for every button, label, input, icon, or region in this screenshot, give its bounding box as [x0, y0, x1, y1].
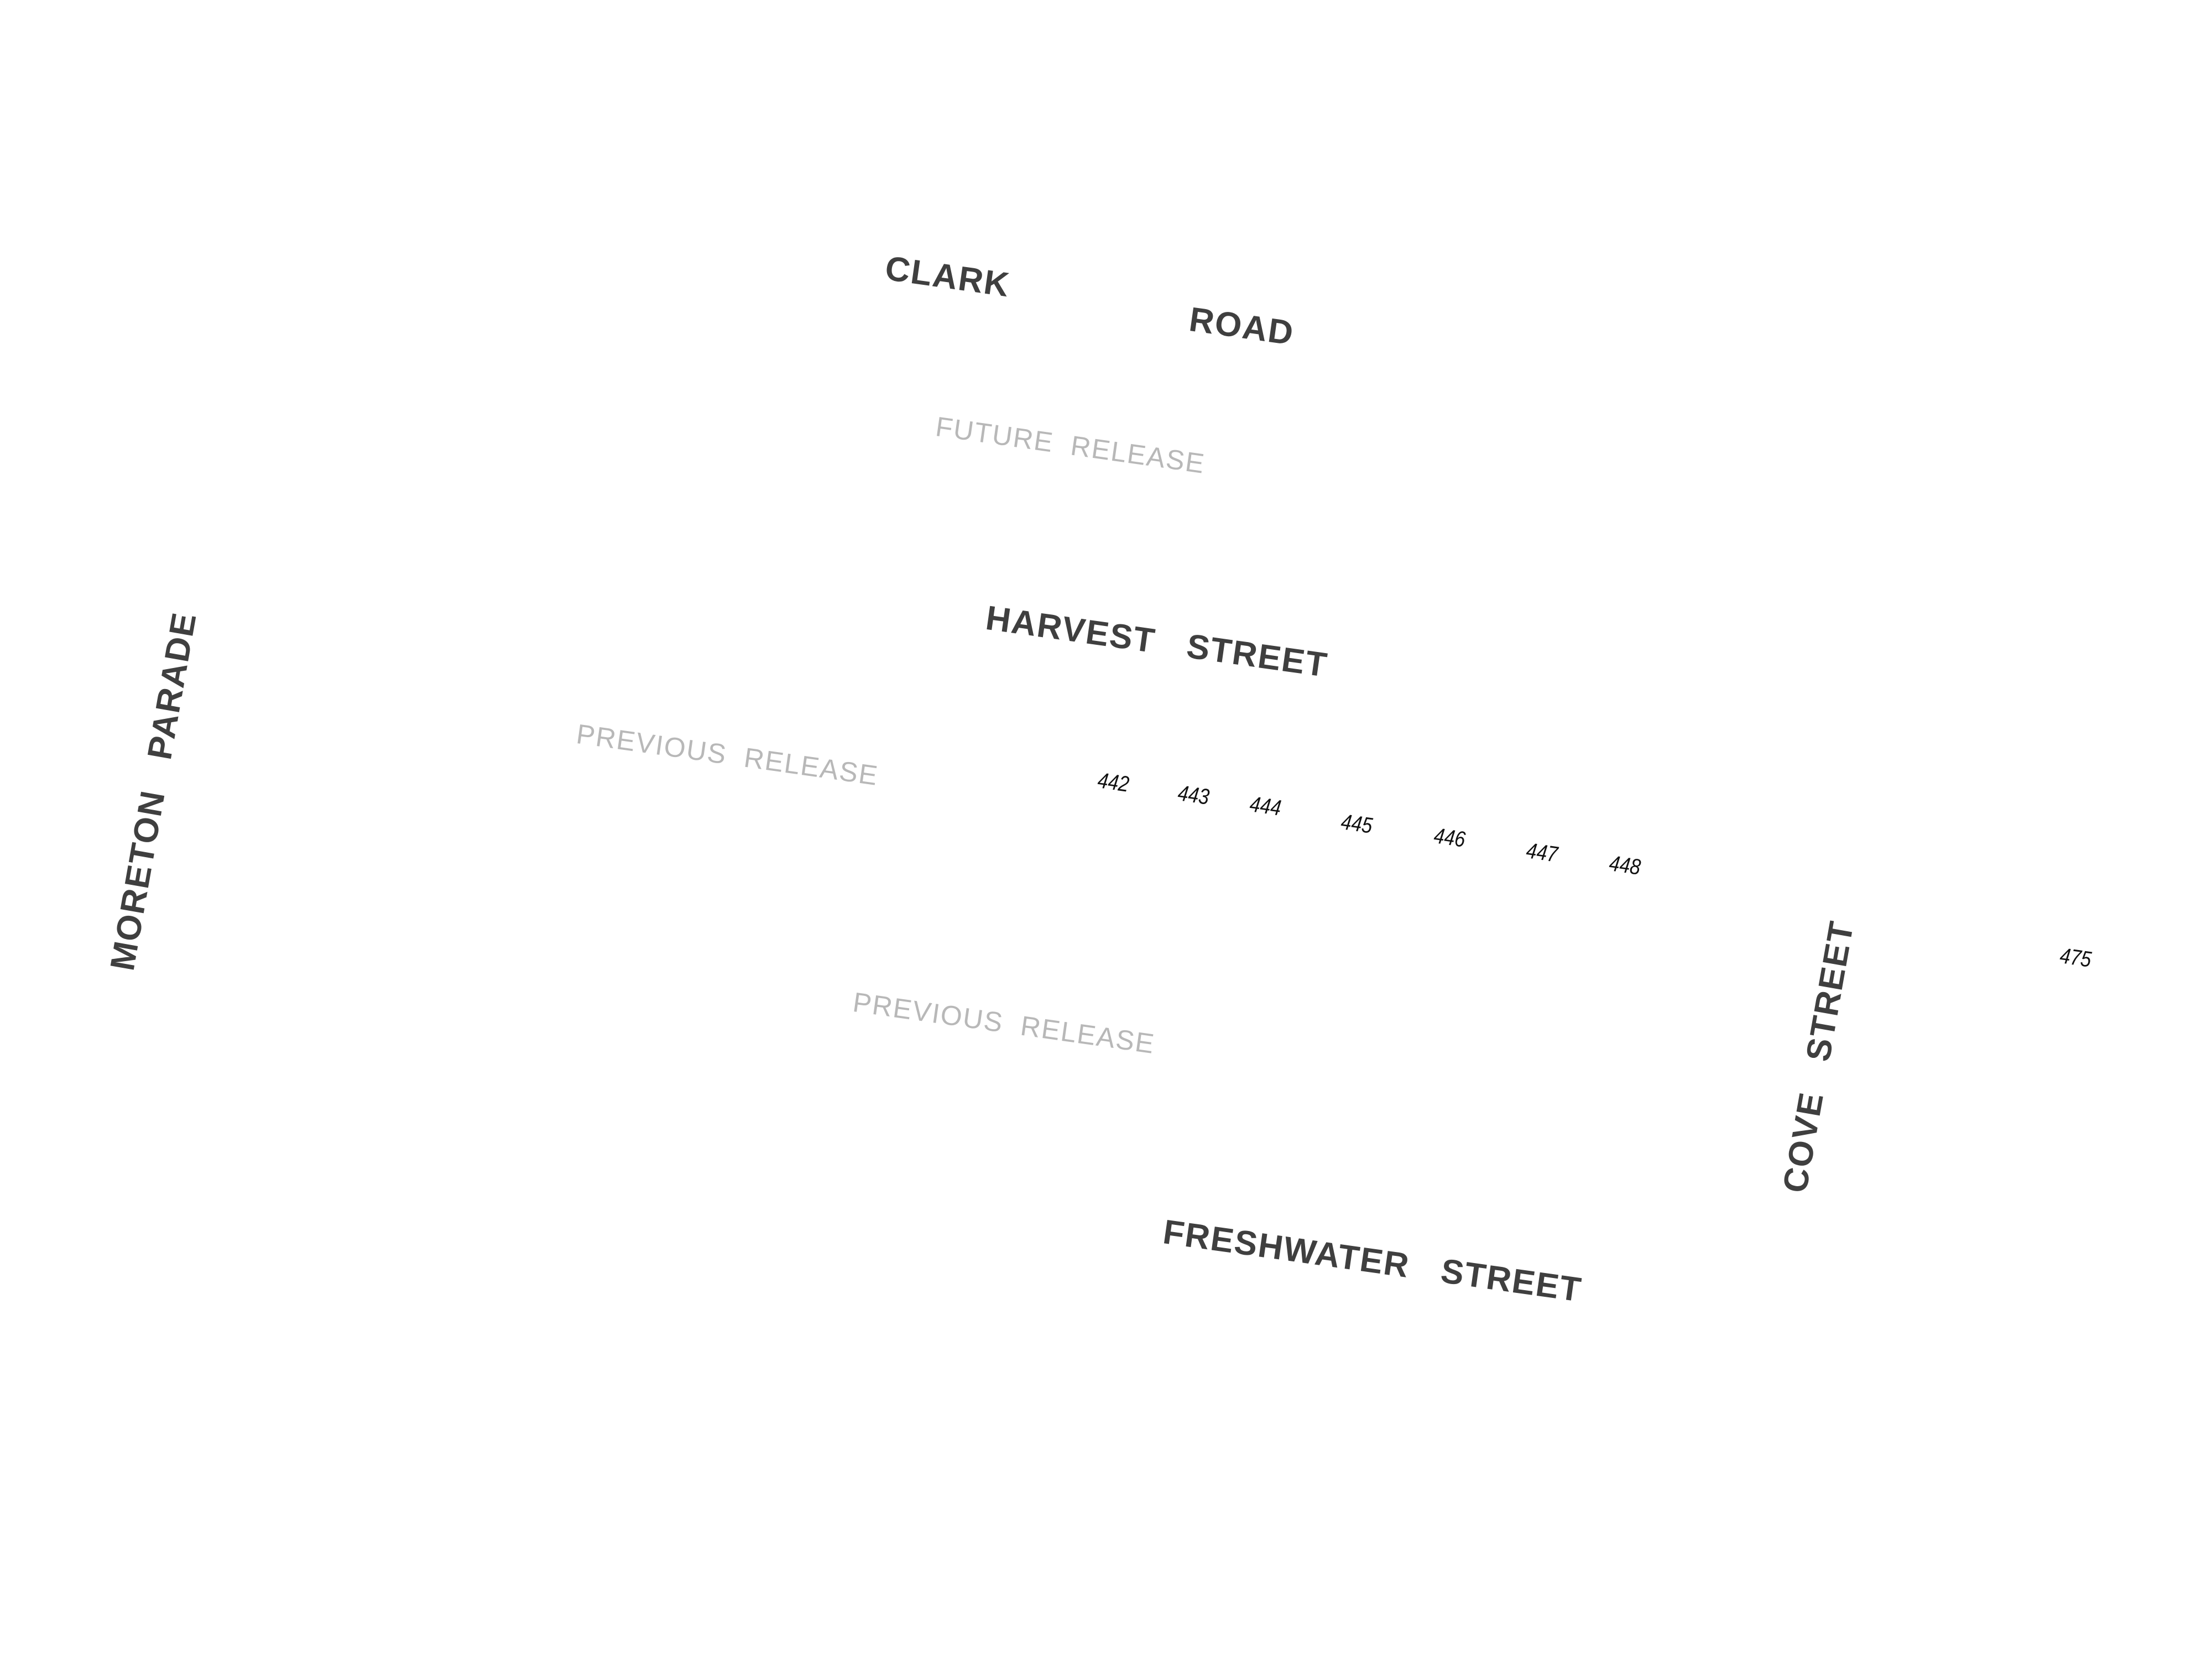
street-label-cove-street: COVE STREET	[1776, 917, 1861, 1196]
lot-number: 444	[1248, 792, 1283, 821]
future-release-label: FUTURE RELEASE	[933, 411, 1207, 479]
previous-release-label-lower: PREVIOUS RELEASE	[851, 986, 1157, 1060]
lot-number: 443	[1176, 781, 1211, 810]
lot-number: 448	[1608, 851, 1642, 880]
street-label-freshwater-street: FRESHWATER STREET	[1160, 1213, 1584, 1310]
street-label-clark: CLARK	[883, 249, 1013, 305]
lot-number: 475	[2058, 943, 2093, 972]
previous-release-label-upper: PREVIOUS RELEASE	[574, 718, 881, 792]
lot-number: 446	[1432, 823, 1467, 852]
lot-number: 447	[1525, 838, 1559, 867]
street-label-road: ROAD	[1187, 300, 1297, 353]
lot-number: 442	[1096, 768, 1131, 797]
street-label-moreton-parade: MORETON PARADE	[103, 609, 204, 974]
lot-number: 445	[1339, 810, 1374, 838]
street-label-harvest-street: HARVEST STREET	[983, 598, 1331, 685]
